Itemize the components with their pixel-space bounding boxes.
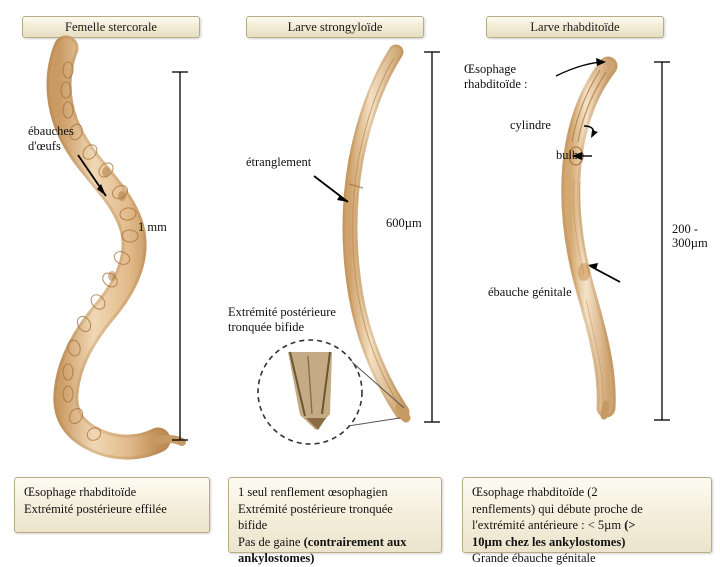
- caption-line-5: Grande ébauche génitale: [472, 551, 596, 565]
- caption-line-4: 10µm chez les ankylostomes): [472, 534, 626, 549]
- caption-line-1: Œsophage rhabditoïde (2: [472, 485, 598, 499]
- arrow-etranglement: [313, 175, 349, 203]
- caption-line-3-bold: (>: [624, 518, 636, 532]
- caption-line-5: ankylostomes): [238, 551, 315, 565]
- worm-larve-strongyloide: [342, 44, 411, 423]
- label-bulbe: bulbe: [556, 148, 584, 162]
- worm-femelle-stercorale: [46, 35, 186, 460]
- caption-line-3: l'extrémité antérieure : < 5µm (>: [472, 517, 702, 534]
- caption-larve-rhabditoide: Œsophage rhabditoïde (2 renflements) qui…: [462, 477, 712, 565]
- caption-line-4-bold: (contrairement aux: [303, 534, 407, 549]
- label-ebauche-genitale: ébauche génitale: [488, 285, 572, 299]
- measure-bracket-200-300um: [654, 61, 670, 421]
- arrow-ebauches-oeufs: [77, 154, 107, 197]
- caption-line-1: Œsophage rhabditoïde: [24, 485, 137, 499]
- measure-label-200-300um: 200 - 300µm: [672, 222, 708, 251]
- caption-line-2: Extrémité postérieure tronquée: [238, 501, 393, 516]
- label-cylindre: cylindre: [510, 118, 551, 132]
- caption-line-3-plain: l'extrémité antérieure : < 5µm: [472, 518, 625, 532]
- caption-line-2: Extrémité postérieure effilée: [24, 501, 167, 516]
- worm-larve-rhabditoide: [561, 56, 618, 420]
- caption-line-4: Pas de gaine (contrairement aux: [238, 534, 432, 551]
- measure-label-600um: 600µm: [386, 216, 422, 230]
- label-etranglement: étranglement: [246, 155, 312, 169]
- arrow-ebauche-genitale: [588, 263, 621, 283]
- panel-title-larve-rhabditoide: Larve rhabditoïde: [486, 16, 664, 38]
- measure-bracket-1mm: [172, 71, 188, 441]
- panel-larve-strongyloide: [222, 0, 450, 556]
- panel-title-larve-strongyloide: Larve strongyloïde: [246, 16, 424, 38]
- label-extremite-posterieure: Extrémité postérieure tronquée bifide: [228, 305, 336, 334]
- caption-line-2: renflements) qui débute proche de: [472, 501, 643, 516]
- panel-title-femelle-stercorale: Femelle stercorale: [22, 16, 200, 38]
- leader-lines-oesophage: [555, 58, 606, 160]
- caption-femelle-stercorale: Œsophage rhabditoïde Extrémité postérieu…: [14, 477, 210, 533]
- caption-line-3: bifide: [238, 518, 268, 532]
- caption-line-4-plain: Pas de gaine: [238, 534, 304, 549]
- caption-larve-strongyloide: 1 seul renflement œsophagien Extrémité p…: [228, 477, 442, 565]
- label-oesophage-rhabditoide: Œsophage rhabditoïde :: [464, 62, 528, 91]
- measure-label-1mm: 1 mm: [138, 220, 167, 234]
- caption-line-1: 1 seul renflement œsophagien: [238, 485, 388, 499]
- measure-bracket-600um: [424, 51, 440, 423]
- label-ebauches-oeufs: ébauches d'œufs: [28, 124, 74, 153]
- magnifier-extremite-posterieure: [257, 339, 405, 445]
